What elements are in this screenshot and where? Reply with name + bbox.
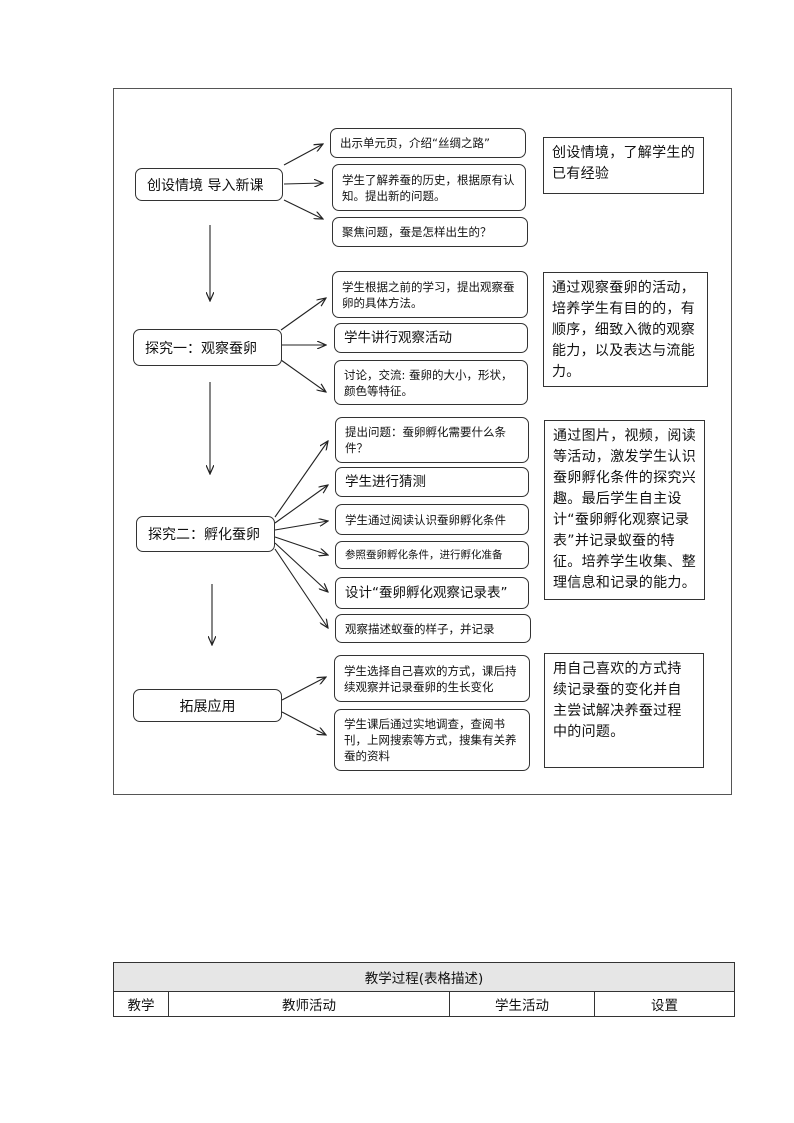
activity-box: 学生进行猜测 — [335, 467, 529, 497]
activity-box: 学生课后通过实地调查，查阅书刊，上网搜索等方式，搜集有关养蚕的资料 — [334, 709, 530, 771]
stage-box-3: 探究二：孵化蚕卵 — [136, 516, 275, 552]
column-header: 教学 — [113, 991, 169, 1017]
stage-box-2: 探究一：观察蚕卵 — [133, 329, 282, 366]
activity-box: 设计“蚕卵孵化观察记录表” — [335, 577, 529, 609]
goal-note-3: 通过图片，视频，阅读等活动，激发学生认识蚕卵孵化条件的探究兴趣。最后学生自主设计… — [544, 420, 705, 600]
activity-box: 学生了解养蚕的历史，根据原有认知。提出新的问题。 — [332, 164, 526, 211]
goal-note-1: 创设情境，了解学生的已有经验 — [543, 137, 704, 194]
activity-box: 学牛讲行观察活动 — [334, 323, 528, 353]
activity-box: 学生选择自己喜欢的方式，课后持续观察并记录蚕卵的生长变化 — [334, 655, 530, 702]
column-header: 学生活动 — [449, 991, 595, 1017]
activity-box: 观察描述蚁蚕的样子，并记录 — [335, 614, 531, 643]
table-title: 教学过程(表格描述) — [113, 962, 735, 992]
column-header: 设置 — [594, 991, 735, 1017]
activity-box: 聚焦问题，蚕是怎样出生的？ — [332, 217, 528, 247]
goal-note-2: 通过观察蚕卵的活动，培养学生有目的的，有顺序，细致入微的观察能力，以及表达与流能… — [543, 272, 708, 387]
activity-box: 讨论，交流: 蚕卵的大小，形状，颜色等特征。 — [334, 360, 528, 405]
flowchart-frame — [113, 88, 732, 795]
activity-box: 参照蚕卵孵化条件，进行孵化准备 — [335, 541, 529, 569]
stage-box-4: 拓展应用 — [133, 689, 282, 722]
teaching-process-table: 教学过程(表格描述) 教学 教师活动 学生活动 设置 — [113, 962, 735, 1017]
goal-note-4: 用自己喜欢的方式持续记录蚕的变化并自主尝试解决养蚕过程中的问题。 — [544, 653, 704, 768]
activity-box: 出示单元页，介绍“丝绸之路” — [330, 128, 526, 158]
stage-box-1: 创设情境 导入新课 — [135, 168, 283, 201]
activity-box: 学生根据之前的学习，提出观察蚕卵的具体方法。 — [332, 271, 528, 318]
column-header: 教师活动 — [168, 991, 450, 1017]
activity-box: 学生通过阅读认识蚕卵孵化条件 — [335, 504, 529, 535]
activity-box: 提出问题：蚕卵孵化需要什么条件？ — [335, 417, 529, 463]
